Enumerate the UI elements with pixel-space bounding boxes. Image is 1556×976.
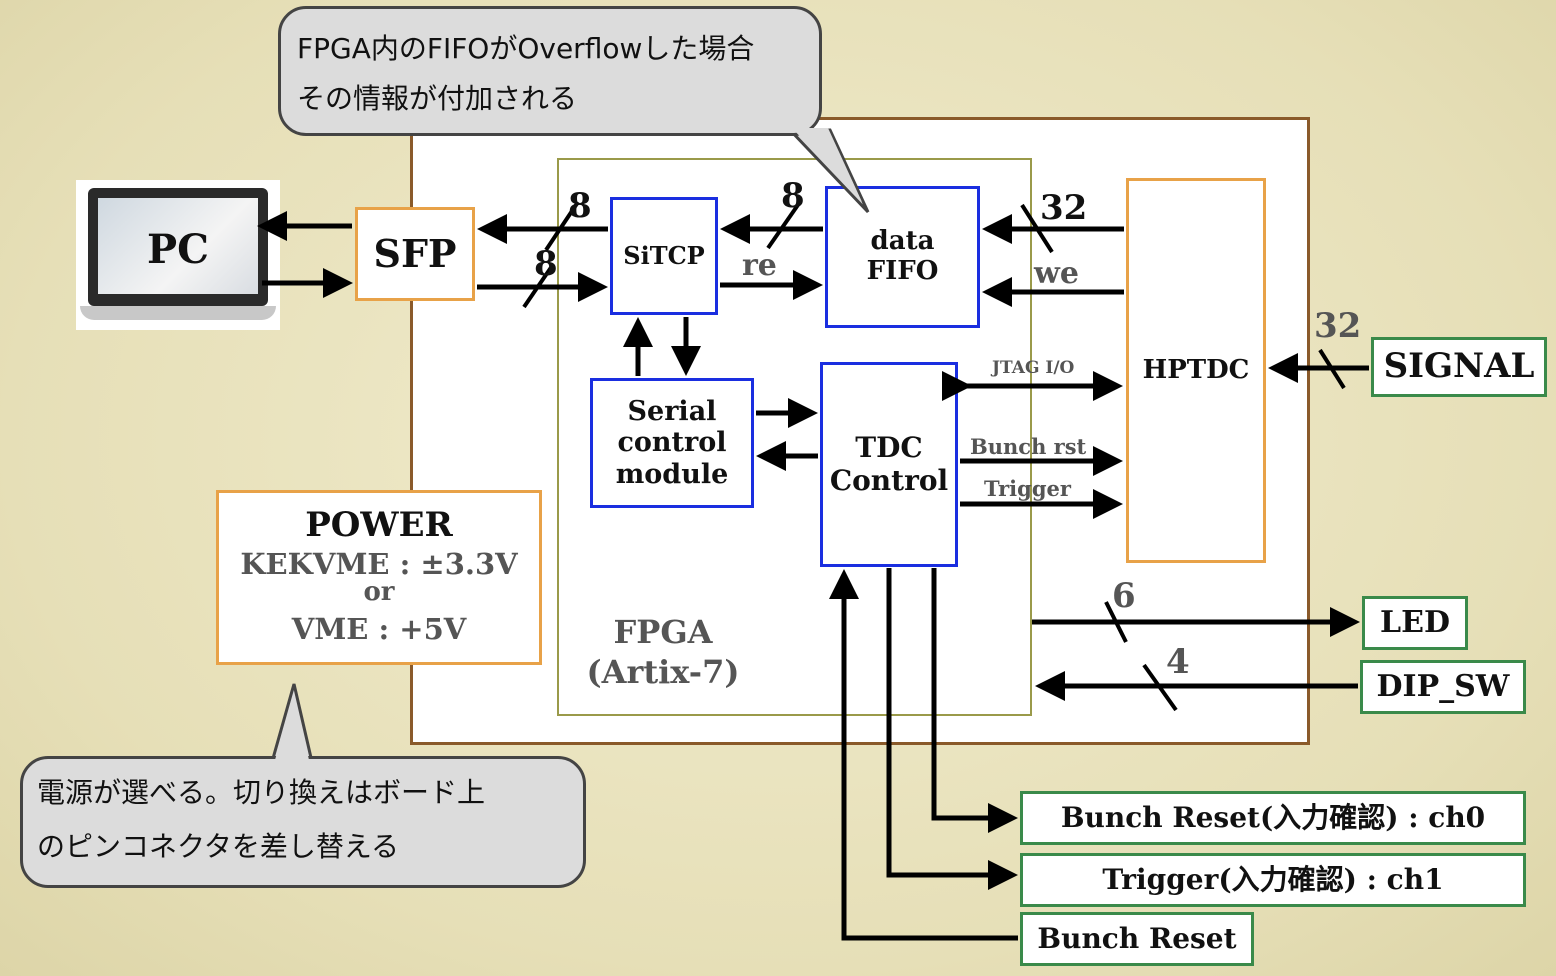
power-vme: VME : +5V [291,612,467,647]
power-or: or [363,577,395,607]
bunch-reset-ch0-box: Bunch Reset(入力確認) : ch0 [1020,791,1526,845]
led-box: LED [1362,596,1468,650]
width-hptdc-fifo: 32 [1040,188,1088,228]
bunch-reset-to-tdc-arrow [829,569,1018,941]
re-label: re [742,248,777,283]
width-dip: 4 [1166,642,1190,682]
sfp-block: SFP [355,207,475,301]
trigger-ch1-box: Trigger(入力確認) : ch1 [1020,853,1526,907]
jtag-label: JTAG I/O [992,358,1075,378]
width-sfp-sitcp-top: 8 [568,186,592,226]
power-callout: 電源が選べる。切り換えはボード上 のピンコネクタを差し替える [20,756,586,888]
slash-hptdc [1020,203,1054,254]
dip-sw-box: DIP_SW [1360,660,1526,714]
serial-control-block: Serial control module [590,378,754,508]
tdc-control-block: TDC Control [820,362,958,567]
power-box: POWER KEKVME : ±3.3V or VME : +5V [216,490,542,665]
pc-laptop: PC [76,180,280,330]
power-callout-line1: 電源が選べる。切り換えはボード上 [37,776,486,809]
laptop-screen [98,198,258,294]
signal-box: SIGNAL [1371,337,1547,397]
slash-signal [1318,348,1346,390]
fifo-callout: FPGA内のFIFOがOverflowした場合 その情報が付加される [278,6,822,136]
width-led: 6 [1112,576,1136,616]
slash-sfp-top [544,200,580,252]
tdc-to-ch0-arrow [931,568,1018,833]
slash-fifo [766,200,802,250]
fpga-name: FPGA [613,613,713,651]
trigger-label: Trigger [984,476,1071,501]
tdc-to-ch1-arrow [886,568,1018,890]
power-title: POWER [305,505,453,545]
hptdc-block: HPTDC [1126,178,1266,563]
width-signal: 32 [1314,306,1362,346]
slash-led [1104,601,1128,643]
slash-dip [1142,663,1178,712]
fifo-callout-line1: FPGA内のFIFOがOverflowした場合 [297,32,755,65]
fifo-callout-line2: その情報が付加される [297,82,578,115]
bunch-reset-box: Bunch Reset [1020,912,1254,966]
we-label: we [1034,256,1079,291]
power-kekvme: KEKVME : ±3.3V [240,547,518,581]
laptop-base [80,306,276,320]
sitcp-block: SiTCP [610,197,718,315]
data-fifo-block: data FIFO [825,186,980,328]
width-fifo-sitcp: 8 [781,176,805,216]
bunch-rst-label: Bunch rst [970,434,1087,459]
fpga-part: (Artix-7) [586,653,740,691]
power-callout-line2: のピンコネクタを差し替える [37,830,400,863]
fpga-frame [557,158,1032,716]
fpga-label: FPGA (Artix-7) [578,612,748,692]
width-sfp-sitcp-bottom: 8 [534,244,558,284]
slash-sfp-bottom [522,264,554,309]
pc-label: PC [147,226,209,273]
